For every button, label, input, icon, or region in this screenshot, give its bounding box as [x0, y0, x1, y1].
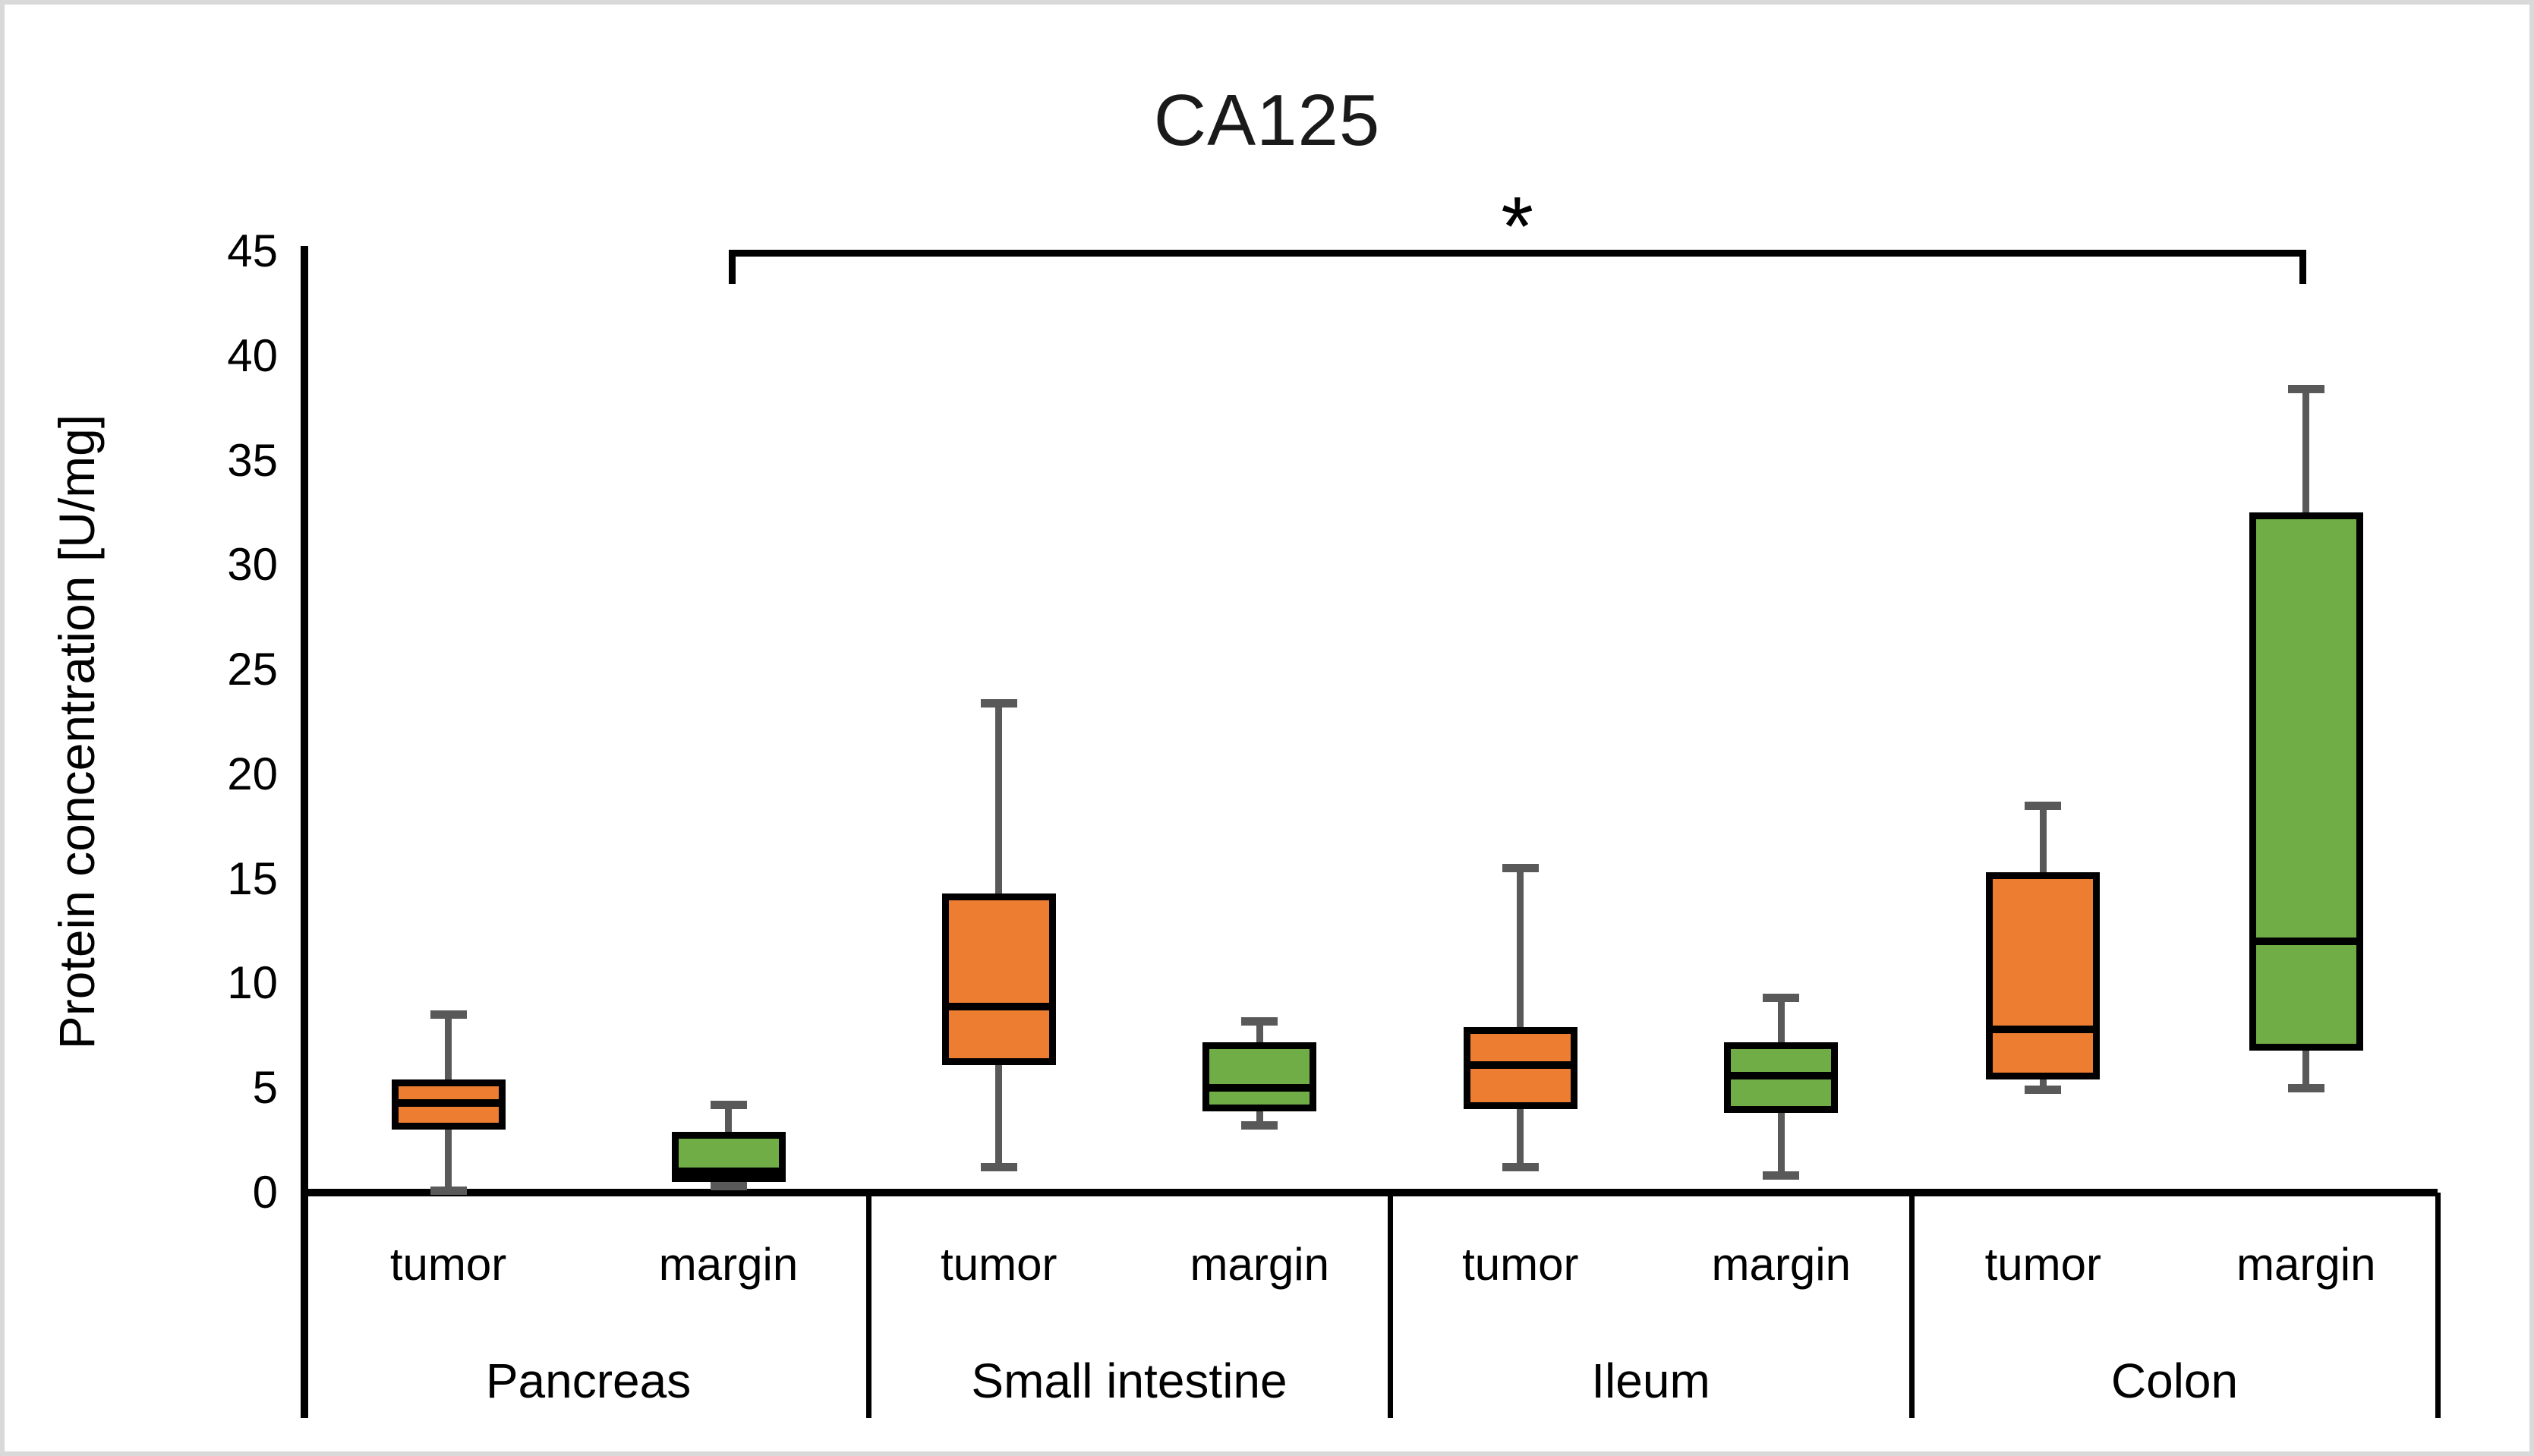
series-label-ileum-margin: margin — [1711, 1239, 1851, 1290]
category-divider — [2435, 1193, 2441, 1418]
median-small-intestine-margin — [1202, 1084, 1317, 1092]
whisker-cap-max-ileum-margin — [1763, 994, 1800, 1003]
category-divider — [866, 1193, 871, 1418]
series-label-ileum-tumor: tumor — [1462, 1239, 1579, 1290]
box-colon-margin — [2249, 512, 2363, 1051]
box-small-intestine-tumor — [941, 893, 1056, 1065]
x-axis-line — [301, 1189, 2438, 1196]
median-ileum-tumor — [1463, 1060, 1577, 1069]
group-label-small-intestine: Small intestine — [971, 1354, 1287, 1408]
significance-bracket-right-tick — [2299, 250, 2306, 284]
whisker-cap-max-ileum-tumor — [1502, 864, 1539, 873]
y-tick-label-25: 25 — [227, 644, 278, 695]
y-tick-label-20: 20 — [227, 748, 278, 799]
whisker-cap-min-colon-margin — [2287, 1083, 2324, 1092]
whisker-cap-max-colon-tumor — [2025, 801, 2062, 810]
whisker-cap-min-pancreas-margin — [710, 1182, 747, 1191]
series-label-pancreas-margin: margin — [658, 1239, 799, 1290]
series-label-small-intestine-margin: margin — [1190, 1239, 1329, 1290]
category-divider — [1388, 1193, 1393, 1418]
whisker-cap-max-small-intestine-margin — [1241, 1016, 1278, 1026]
group-label-pancreas: Pancreas — [485, 1354, 692, 1408]
whisker-cap-min-colon-tumor — [2025, 1086, 2062, 1095]
significance-bracket — [728, 250, 2306, 257]
y-tick-label-35: 35 — [227, 434, 278, 486]
significance-bracket-left-tick — [728, 250, 736, 284]
whisker-cap-max-small-intestine-tumor — [980, 698, 1017, 708]
median-colon-tumor — [1986, 1026, 2101, 1034]
group-label-ileum: Ileum — [1591, 1354, 1710, 1408]
y-tick-label-45: 45 — [227, 225, 278, 276]
series-label-small-intestine-tumor: tumor — [941, 1239, 1057, 1290]
y-tick-label-30: 30 — [227, 539, 278, 591]
whisker-cap-min-small-intestine-tumor — [980, 1163, 1017, 1172]
whisker-ileum-tumor — [1517, 868, 1524, 1168]
group-label-colon: Colon — [2110, 1354, 2239, 1408]
y-axis-line — [301, 246, 308, 1418]
whisker-cap-max-pancreas-margin — [710, 1100, 747, 1109]
y-axis-title: Protein concentration [U/mg] — [49, 414, 105, 1050]
chart-title: CA125 — [1153, 80, 1381, 161]
whisker-cap-max-pancreas-tumor — [430, 1010, 467, 1020]
y-tick-label-5: 5 — [252, 1062, 278, 1114]
significance-asterisk: * — [1501, 180, 1534, 273]
y-tick-label-0: 0 — [252, 1167, 278, 1218]
whisker-cap-min-pancreas-tumor — [430, 1186, 467, 1195]
y-tick-label-40: 40 — [227, 329, 278, 381]
median-small-intestine-tumor — [941, 1002, 1056, 1010]
whisker-cap-max-colon-margin — [2287, 385, 2324, 394]
box-colon-tumor — [1986, 872, 2101, 1080]
whisker-cap-min-ileum-margin — [1763, 1171, 1800, 1180]
whisker-cap-min-ileum-tumor — [1502, 1163, 1539, 1172]
series-label-colon-tumor: tumor — [1984, 1239, 2101, 1290]
median-ileum-margin — [1724, 1071, 1839, 1079]
y-tick-label-15: 15 — [227, 852, 278, 904]
median-colon-margin — [2249, 938, 2363, 946]
category-divider — [1909, 1193, 1915, 1418]
box-small-intestine-margin — [1202, 1042, 1317, 1111]
series-label-pancreas-tumor: tumor — [389, 1239, 507, 1290]
y-tick-label-10: 10 — [227, 957, 278, 1009]
whisker-cap-min-small-intestine-margin — [1241, 1121, 1278, 1130]
median-pancreas-tumor — [391, 1098, 506, 1107]
series-label-colon-margin: margin — [2236, 1239, 2376, 1290]
median-pancreas-margin — [671, 1168, 786, 1176]
